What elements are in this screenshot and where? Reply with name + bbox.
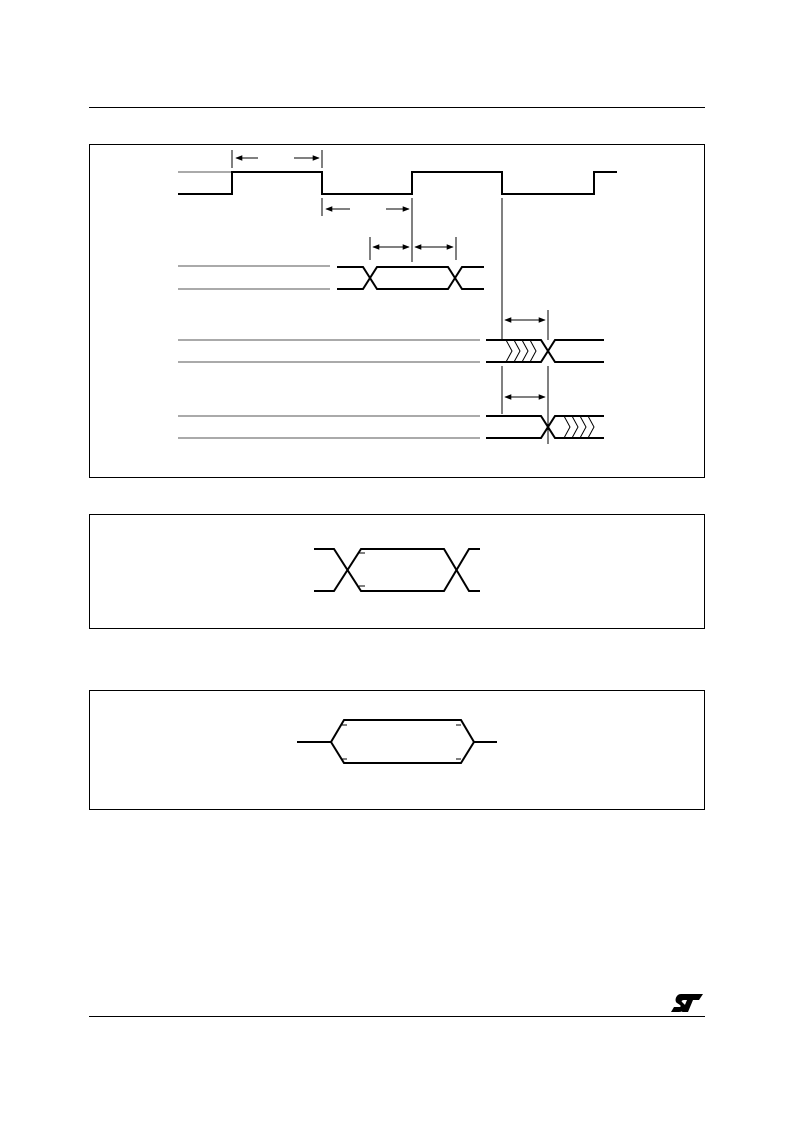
timing-diagram-frame xyxy=(89,144,705,478)
st-logo-icon xyxy=(671,994,703,1012)
header-rule xyxy=(89,107,705,108)
transition-diagram-frame xyxy=(89,514,705,629)
footer-rule xyxy=(89,1016,705,1017)
valid-window-frame xyxy=(89,690,705,810)
